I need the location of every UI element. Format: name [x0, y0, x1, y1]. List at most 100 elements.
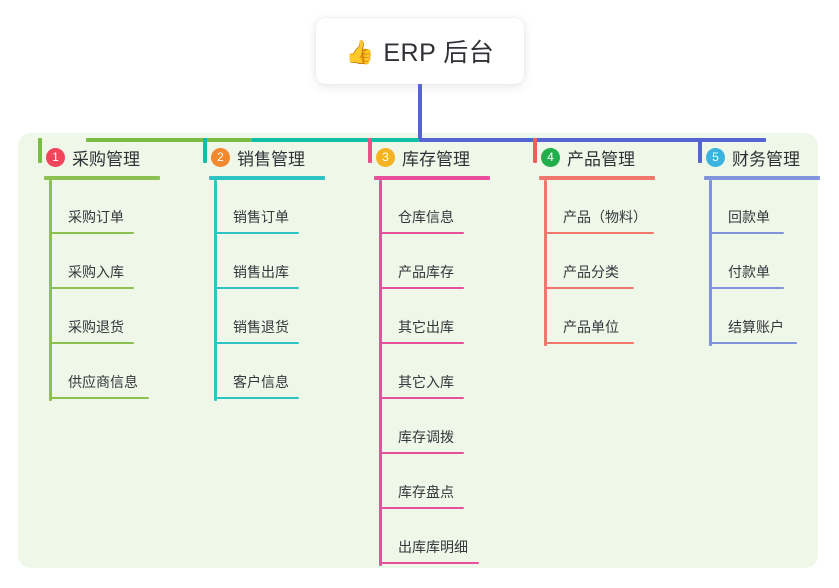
- tree-leaf-item[interactable]: 采购订单: [49, 186, 144, 234]
- tree-leaf-rule: [49, 232, 134, 234]
- tree-leaf-rule: [214, 397, 299, 399]
- column-3: 3 库存管理仓库信息产品库存其它出库其它入库库存调拨库存盘点出库库明细: [360, 145, 490, 566]
- column-title-3: 库存管理: [402, 149, 470, 169]
- tree-leaf-rule: [49, 342, 134, 344]
- column-drop-line-2: [203, 138, 207, 163]
- tree-leaf-label: 仓库信息: [398, 209, 454, 225]
- tree-leaf-rule: [544, 287, 634, 289]
- tree-leaf-item[interactable]: 付款单: [709, 241, 794, 289]
- tree-leaf-label: 回款单: [728, 209, 770, 225]
- tree-leaf-label: 出库库明细: [398, 539, 468, 555]
- tree-leaf-label: 采购入库: [68, 264, 124, 280]
- tree-leaf-rule: [709, 232, 784, 234]
- column-spine-2: [214, 180, 217, 401]
- root-connector-stem: [418, 84, 422, 141]
- tree-leaf-label: 其它出库: [398, 319, 454, 335]
- tree-leaf-rule: [49, 287, 134, 289]
- tree-leaf-label: 结算账户: [728, 319, 784, 335]
- tree-leaf-rule: [49, 397, 149, 399]
- column-drop-line-1: [38, 138, 42, 163]
- column-1: 1 采购管理采购订单采购入库采购退货供应商信息: [30, 145, 160, 401]
- tree-leaf-rule: [379, 452, 464, 454]
- tree-leaf-item[interactable]: 销售退货: [214, 296, 309, 344]
- connector-bus-green: [86, 138, 251, 142]
- tree-leaf-label: 其它入库: [398, 374, 454, 390]
- column-badge-4: 4: [541, 147, 560, 167]
- tree-leaf-rule: [544, 232, 654, 234]
- column-title-2: 销售管理: [237, 149, 305, 169]
- tree-leaf-label: 产品单位: [563, 319, 619, 335]
- tree-leaf-item[interactable]: 客户信息: [214, 351, 309, 399]
- column-header-1[interactable]: 1 采购管理: [30, 145, 140, 169]
- column-4: 4 产品管理产品（物料） 产品分类产品单位: [525, 145, 655, 346]
- tree-leaf-rule: [379, 397, 464, 399]
- column-drop-line-3: [368, 138, 372, 163]
- tree-leaf-rule: [214, 342, 299, 344]
- tree-leaf-label: 采购订单: [68, 209, 124, 225]
- column-badge-2: 2: [211, 147, 230, 167]
- tree-leaf-label: 供应商信息: [68, 374, 138, 390]
- thumbs-up-icon: 👍: [345, 38, 375, 65]
- tree-leaf-rule: [214, 287, 299, 289]
- tree-leaf-item[interactable]: 产品库存: [379, 241, 474, 289]
- column-spine-5: [709, 180, 712, 346]
- column-5: 5 财务管理回款单付款单结算账户: [690, 145, 820, 346]
- tree-leaf-rule: [379, 562, 479, 564]
- tree-leaf-item[interactable]: 其它出库: [379, 296, 474, 344]
- column-header-rule-1: [44, 176, 160, 180]
- tree-leaf-item[interactable]: 产品分类: [544, 241, 644, 289]
- column-header-rule-5: [704, 176, 820, 180]
- tree-leaf-item[interactable]: 采购入库: [49, 241, 144, 289]
- tree-leaf-label: 采购退货: [68, 319, 124, 335]
- tree-leaf-label: 产品分类: [563, 264, 619, 280]
- tree-leaf-item[interactable]: 仓库信息: [379, 186, 474, 234]
- tree-leaf-item[interactable]: 出库库明细: [379, 516, 489, 564]
- tree-leaf-item[interactable]: 产品单位: [544, 296, 644, 344]
- tree-leaf-rule: [214, 232, 299, 234]
- root-node-title: ERP 后台: [383, 39, 495, 67]
- connector-bus-blue: [419, 138, 766, 142]
- tree-leaf-item[interactable]: 采购退货: [49, 296, 144, 344]
- tree-leaf-label: 产品库存: [398, 264, 454, 280]
- tree-leaf-label: 付款单: [728, 264, 770, 280]
- column-badge-1: 1: [46, 147, 65, 167]
- tree-leaf-rule: [544, 342, 634, 344]
- tree-leaf-item[interactable]: 销售出库: [214, 241, 309, 289]
- root-node-erp-backend[interactable]: 👍 ERP 后台: [316, 18, 524, 84]
- tree-leaf-rule: [379, 287, 464, 289]
- tree-leaf-item[interactable]: 其它入库: [379, 351, 474, 399]
- column-header-2[interactable]: 2 销售管理: [195, 145, 305, 169]
- column-drop-line-4: [533, 138, 537, 163]
- column-drop-line-5: [698, 138, 702, 163]
- tree-leaf-rule: [379, 507, 464, 509]
- column-title-1: 采购管理: [72, 149, 140, 169]
- column-header-4[interactable]: 4 产品管理: [525, 145, 635, 169]
- tree-leaf-label: 库存调拨: [398, 429, 454, 445]
- tree-leaf-item[interactable]: 产品（物料）: [544, 186, 664, 234]
- tree-leaf-item[interactable]: 回款单: [709, 186, 794, 234]
- tree-leaf-item[interactable]: 库存调拨: [379, 406, 474, 454]
- tree-leaf-label: 库存盘点: [398, 484, 454, 500]
- tree-leaf-item[interactable]: 供应商信息: [49, 351, 159, 399]
- column-header-5[interactable]: 5 财务管理: [690, 145, 800, 169]
- tree-leaf-label: 产品（物料）: [563, 209, 647, 225]
- column-spine-4: [544, 180, 547, 346]
- connector-bus-teal: [251, 138, 419, 142]
- tree-leaf-item[interactable]: 结算账户: [709, 296, 807, 344]
- tree-leaf-label: 销售出库: [233, 264, 289, 280]
- column-header-3[interactable]: 3 库存管理: [360, 145, 470, 169]
- column-badge-3: 3: [376, 147, 395, 167]
- column-header-rule-4: [539, 176, 655, 180]
- tree-leaf-label: 客户信息: [233, 374, 289, 390]
- column-spine-3: [379, 180, 382, 566]
- column-title-4: 产品管理: [567, 149, 635, 169]
- tree-leaf-rule: [709, 287, 784, 289]
- tree-leaf-label: 销售订单: [233, 209, 289, 225]
- tree-leaf-rule: [709, 342, 797, 344]
- tree-leaf-item[interactable]: 销售订单: [214, 186, 309, 234]
- tree-leaf-label: 销售退货: [233, 319, 289, 335]
- column-badge-5: 5: [706, 147, 725, 167]
- column-title-5: 财务管理: [732, 149, 800, 169]
- column-header-rule-3: [374, 176, 490, 180]
- tree-leaf-item[interactable]: 库存盘点: [379, 461, 474, 509]
